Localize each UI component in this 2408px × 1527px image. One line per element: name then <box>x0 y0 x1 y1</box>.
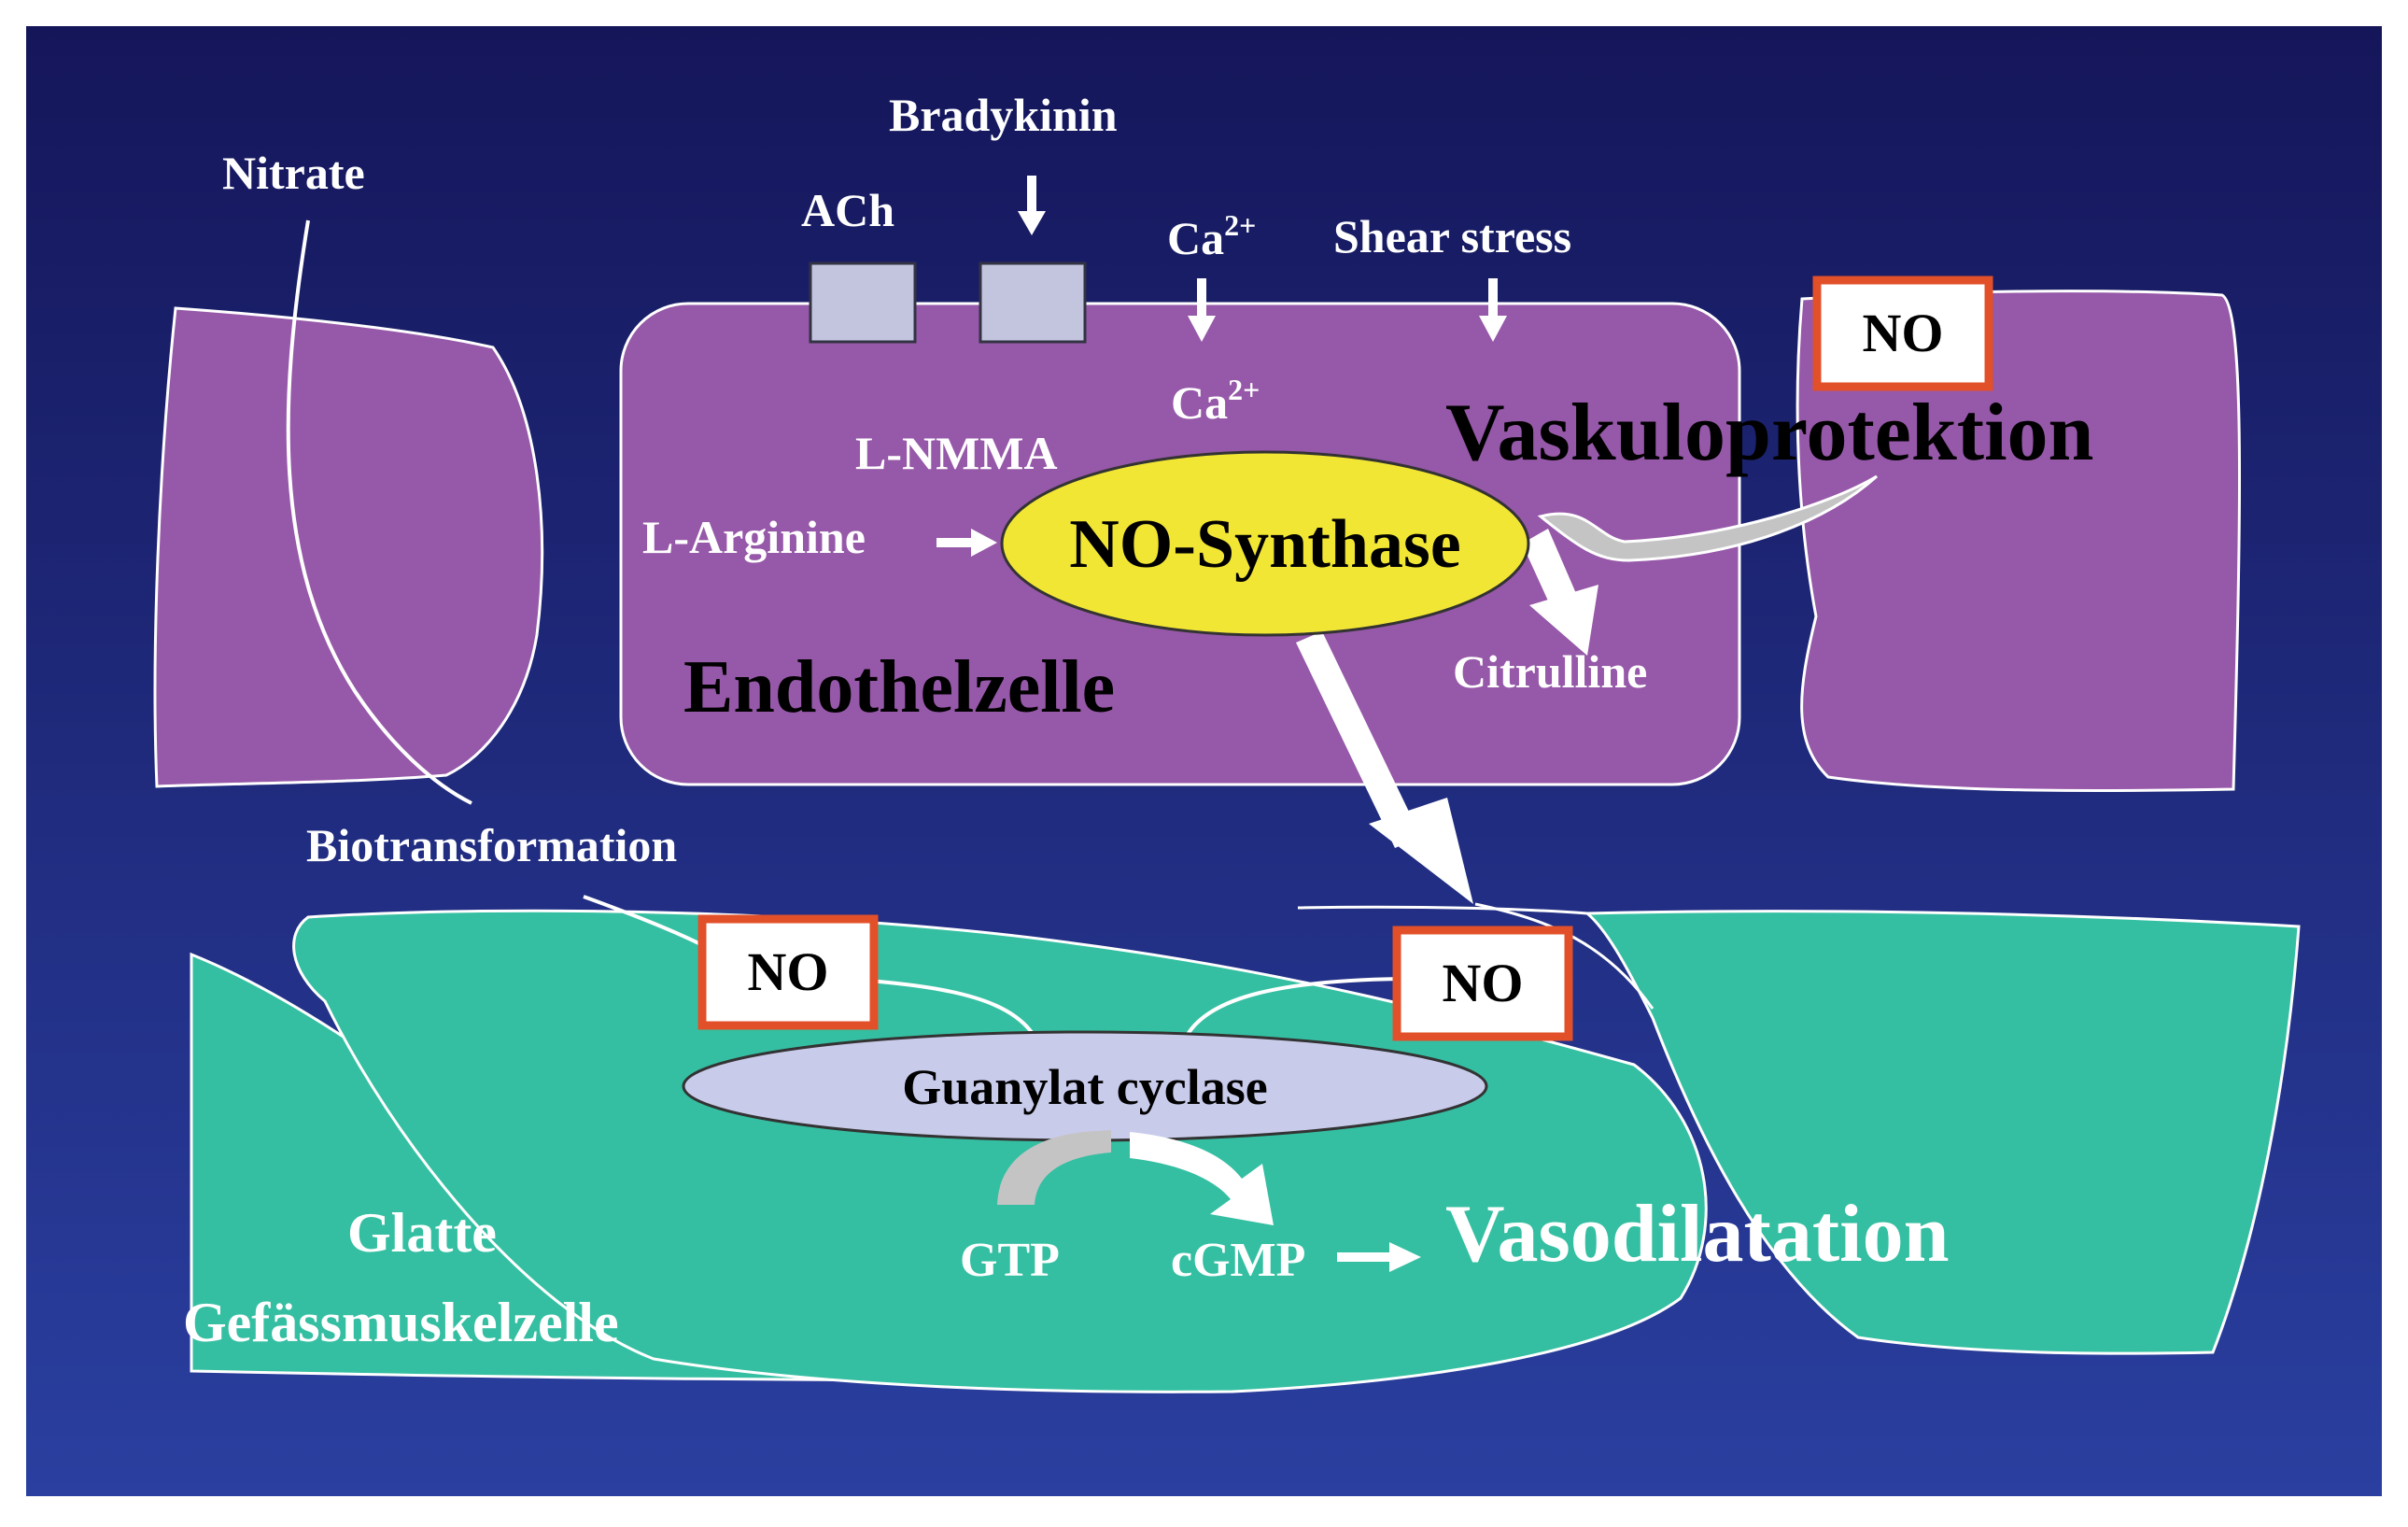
no-label-biotransformation: NO <box>748 941 829 1002</box>
no-box-biotransformation <box>697 914 879 1030</box>
citrulline-label: Citrulline <box>1453 645 1647 698</box>
nitrate-label: Nitrate <box>222 147 365 199</box>
no-diffusion-curve <box>1474 902 1655 1010</box>
ach-receptor <box>809 262 917 344</box>
endothelzelle-label: Endothelzelle <box>683 646 1115 728</box>
biotransformation-label: Biotransformation <box>306 819 677 871</box>
vaskuloprotektion-arrow <box>1537 474 1879 562</box>
gtp-label: GTP <box>960 1234 1060 1287</box>
bradykinin-arrow <box>1018 176 1046 235</box>
gefaessmuskelzelle-label: Gefässmuskelzelle <box>183 1292 619 1353</box>
left-endothelial-cell <box>153 306 544 788</box>
guanylat-cyclase-label: Guanylat cyclase <box>902 1059 1267 1115</box>
no-label-vaskuloprotektion: NO <box>1863 303 1944 363</box>
cell-edge-line <box>1297 905 1588 915</box>
vasodilatation-label: Vasodilatation <box>1445 1189 1950 1280</box>
no-synthase-label: NO-Synthase <box>1069 506 1460 583</box>
cgmp-arrow <box>1337 1242 1421 1272</box>
no-box-vaskuloprotektion <box>1812 276 1993 391</box>
no-label-endothelial: NO <box>1443 953 1524 1013</box>
shear-stress-arrow <box>1479 278 1507 342</box>
citrulline-arrow <box>1522 529 1598 656</box>
smooth-muscle-cell-right <box>1584 910 2301 1355</box>
l-arginine-label: L-Arginine <box>642 511 866 563</box>
smooth-muscle-cell-center <box>292 909 1708 1393</box>
shear-stress-label: Shear stress <box>1333 210 1571 262</box>
vaskuloprotektion-label: Vaskuloprotektion <box>1445 388 2093 478</box>
cgmp-label: cGMP <box>1171 1234 1305 1287</box>
bradykinin-receptor <box>979 262 1087 344</box>
calcium-outer-label: Ca2+ <box>1167 208 1256 264</box>
arginine-arrow <box>936 529 997 557</box>
no-box-endothelial <box>1392 926 1573 1041</box>
bradykinin-label: Bradykinin <box>889 89 1118 141</box>
no-synthase-enzyme <box>1000 450 1530 637</box>
calcium-influx-arrow <box>1188 278 1216 342</box>
calcium-inner-label: Ca2+ <box>1171 373 1260 429</box>
no-to-cyclase-right <box>1182 977 1401 1042</box>
no-diffusion-arrow <box>1296 631 1473 904</box>
right-endothelial-cell <box>1795 290 2242 793</box>
nitrate-pathway-line <box>286 219 472 805</box>
gtp-input-arrow <box>997 1130 1111 1205</box>
ach-label: ACh <box>801 184 894 236</box>
glatte-label: Glatte <box>347 1202 497 1264</box>
cgmp-output-arrow <box>1130 1132 1274 1225</box>
l-nmma-label: L-NMMA <box>855 427 1058 479</box>
